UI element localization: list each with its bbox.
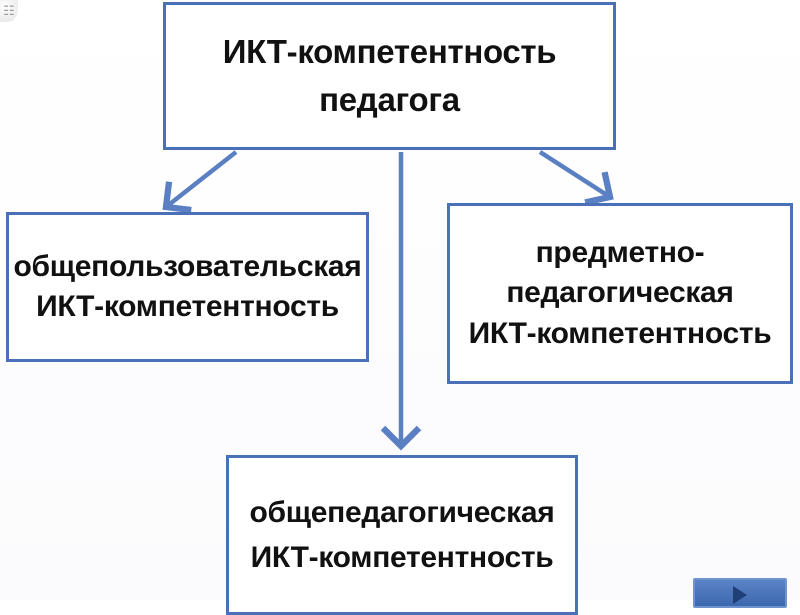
right-box-line-1: предметно- bbox=[535, 235, 705, 269]
bottom-box-line-2: ИКТ-компетентность bbox=[250, 541, 554, 574]
bottom-box-general-pedagogical-competence: общепедагогическая ИКТ-компетентность bbox=[226, 455, 578, 615]
next-slide-button[interactable] bbox=[693, 578, 787, 608]
left-box-general-user-competence: общепользовательская ИКТ-компетентность bbox=[6, 212, 369, 362]
right-box-line-3: ИКТ-компетентность bbox=[468, 316, 772, 350]
top-box-line-2: педагога bbox=[319, 81, 460, 118]
bottom-box-line-1: общепедагогическая bbox=[249, 496, 555, 529]
right-box-subject-pedagogical-competence: предметно- педагогическая ИКТ-компетентн… bbox=[447, 203, 793, 384]
file-icon[interactable]: ☷ bbox=[0, 0, 18, 22]
top-box-ict-competence: ИКТ-компетентность педагога bbox=[163, 2, 616, 150]
play-triangle-icon bbox=[733, 586, 747, 604]
right-box-line-2: педагогическая bbox=[506, 276, 734, 310]
left-box-line-2: ИКТ-компетентность bbox=[36, 290, 339, 323]
top-box-line-1: ИКТ-компетентность bbox=[222, 33, 557, 71]
left-box-line-1: общепользовательская bbox=[13, 249, 362, 283]
